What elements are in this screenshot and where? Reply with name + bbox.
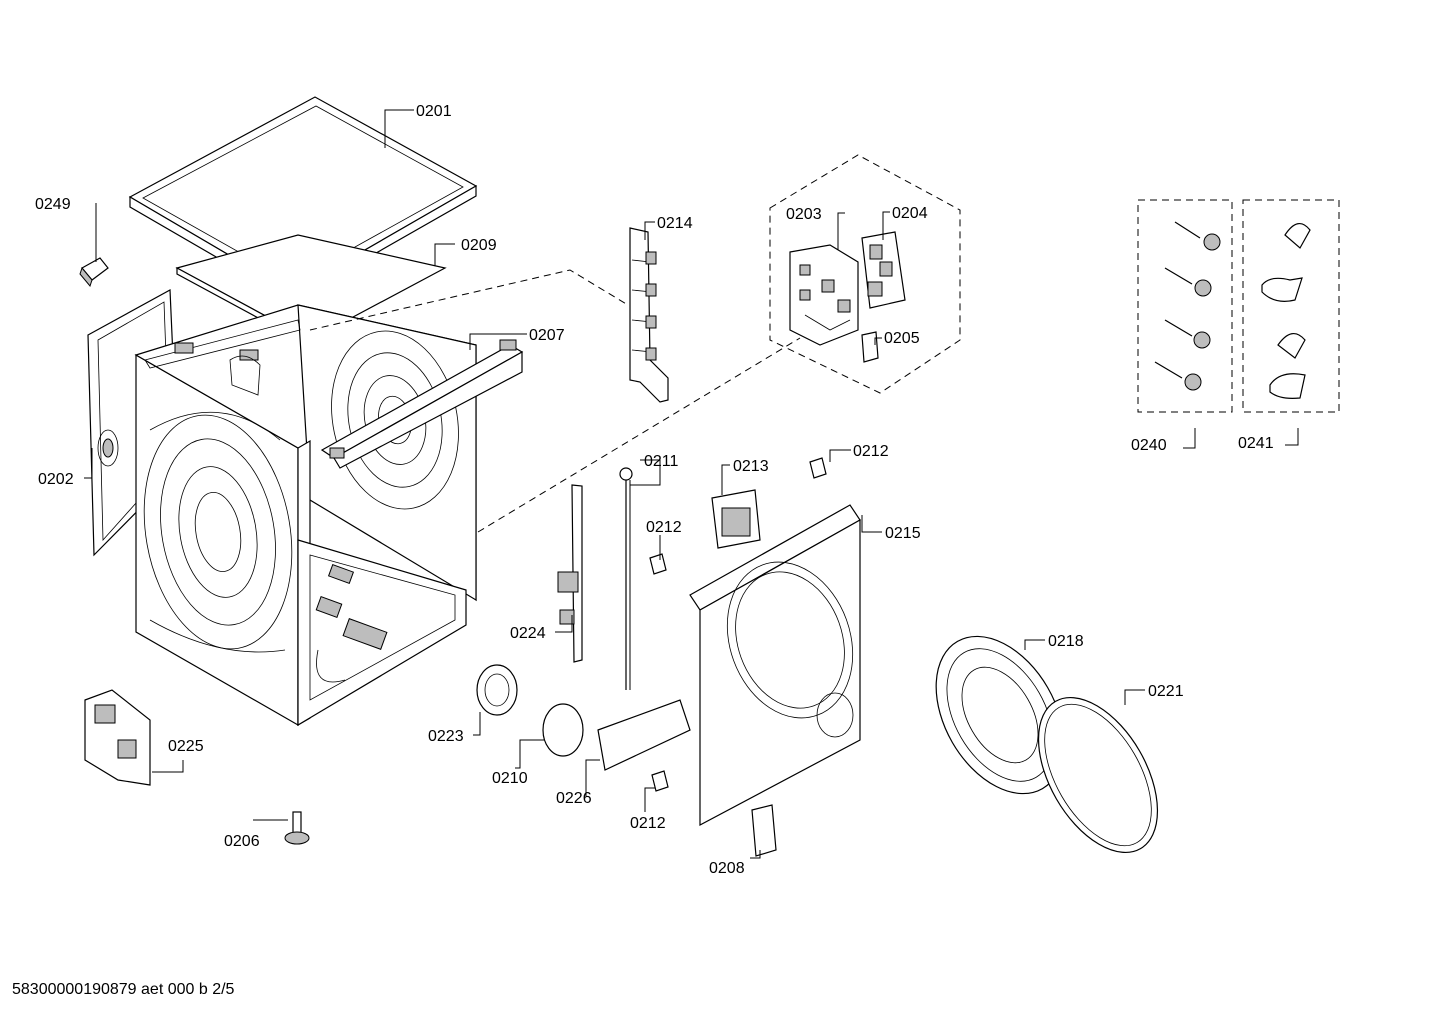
label-0203: 0203 bbox=[786, 206, 822, 223]
part-ring-clamp bbox=[542, 703, 584, 757]
label-0201: 0201 bbox=[416, 103, 452, 120]
group-boundary-screw-kit bbox=[1137, 199, 1233, 413]
label-0212-bottom: 0212 bbox=[630, 815, 666, 832]
part-foot bbox=[284, 811, 310, 845]
leader-lines bbox=[84, 109, 1299, 859]
label-0215: 0215 bbox=[885, 525, 921, 542]
label-0212-top: 0212 bbox=[853, 443, 889, 460]
part-card-0205 bbox=[861, 331, 879, 363]
part-crossbar bbox=[320, 339, 524, 469]
part-power-module-0204 bbox=[861, 231, 906, 309]
part-clamp-kit bbox=[1261, 223, 1311, 399]
label-0210: 0210 bbox=[492, 770, 528, 787]
part-clip-0249 bbox=[79, 257, 109, 288]
group-boundary-clamp-kit bbox=[1242, 199, 1340, 413]
label-0214: 0214 bbox=[657, 215, 693, 232]
part-front-panel bbox=[689, 504, 861, 826]
part-module-0213 bbox=[711, 489, 761, 549]
part-wire-rail bbox=[557, 484, 583, 663]
part-base-strip bbox=[597, 699, 691, 771]
group-boundary-electronics bbox=[769, 154, 961, 394]
label-0223: 0223 bbox=[428, 728, 464, 745]
part-door-seal bbox=[1037, 696, 1159, 854]
label-0208: 0208 bbox=[709, 860, 745, 877]
label-0218: 0218 bbox=[1048, 633, 1084, 650]
part-0208 bbox=[751, 804, 777, 857]
label-0213: 0213 bbox=[733, 458, 769, 475]
part-rod-0211 bbox=[619, 467, 633, 690]
part-collar-0223 bbox=[476, 664, 518, 716]
label-0225: 0225 bbox=[168, 738, 204, 755]
label-0206: 0206 bbox=[224, 833, 260, 850]
label-0241: 0241 bbox=[1238, 435, 1274, 452]
label-0211: 0211 bbox=[644, 453, 679, 470]
part-clip-0212 bbox=[649, 457, 827, 792]
connector-line bbox=[309, 269, 629, 331]
connector-line bbox=[477, 337, 801, 533]
part-cabinet bbox=[87, 289, 477, 727]
label-0212-mid: 0212 bbox=[646, 519, 682, 536]
label-0202: 0202 bbox=[38, 471, 74, 488]
document-id: 58300000190879 aet 000 b 2/5 bbox=[12, 981, 235, 998]
part-door bbox=[935, 635, 1065, 795]
label-0226: 0226 bbox=[556, 790, 592, 807]
label-0205: 0205 bbox=[884, 330, 920, 347]
label-0240: 0240 bbox=[1131, 437, 1167, 454]
label-0249: 0249 bbox=[35, 196, 71, 213]
part-control-module-0203 bbox=[789, 244, 859, 346]
label-0224: 0224 bbox=[510, 625, 546, 642]
part-labels: 0201 0249 0209 0207 0214 0203 0204 0205 … bbox=[35, 103, 1274, 877]
label-0204: 0204 bbox=[892, 205, 928, 222]
part-module-0225 bbox=[84, 689, 151, 786]
part-screw-kit bbox=[1154, 221, 1221, 391]
part-cable-guide bbox=[629, 227, 669, 403]
label-0209: 0209 bbox=[461, 237, 497, 254]
label-0221: 0221 bbox=[1148, 683, 1184, 700]
label-0207: 0207 bbox=[529, 327, 565, 344]
